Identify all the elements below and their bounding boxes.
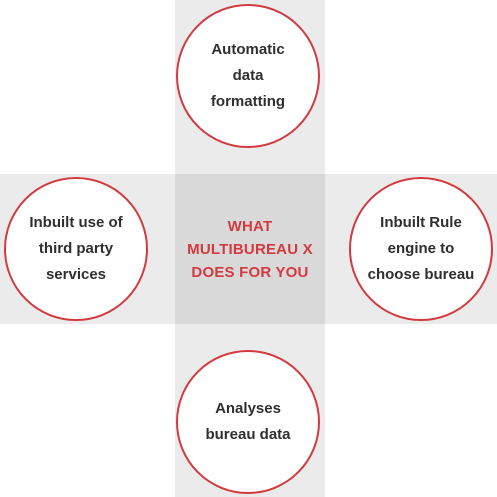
feature-label-top-line-1: Automatic — [211, 41, 285, 58]
feature-label-right-line-1: Inbuilt Rule — [380, 214, 462, 231]
feature-circle-rule-engine: Inbuilt Rule engine to choose bureau — [349, 177, 493, 321]
feature-label-top-line-2: data — [232, 67, 264, 84]
feature-label-right-line-2: engine to — [387, 240, 455, 257]
feature-label-bottom-line-2: bureau data — [205, 426, 291, 443]
center-title-line-2: MULTIBUREAU X — [187, 240, 313, 258]
feature-circle-third-party-services: Inbuilt use of third party services — [4, 177, 148, 321]
feature-label-left: Inbuilt use of third party services — [14, 210, 138, 288]
feature-label-left-line-2: third party — [38, 240, 114, 257]
feature-label-top: Automatic data formatting — [186, 37, 310, 115]
feature-label-bottom: Analyses bureau data — [186, 396, 310, 448]
center-title-line-3: DOES FOR YOU — [191, 263, 309, 281]
feature-circle-analyses-bureau-data: Analyses bureau data — [176, 350, 320, 494]
center-title: WHAT MULTIBUREAU X DOES FOR YOU — [175, 215, 325, 284]
feature-label-left-line-3: services — [45, 266, 107, 283]
feature-label-top-line-3: formatting — [210, 93, 286, 110]
center-hub: WHAT MULTIBUREAU X DOES FOR YOU — [175, 174, 325, 324]
center-title-line-1: WHAT — [227, 217, 273, 235]
feature-label-right: Inbuilt Rule engine to choose bureau — [359, 210, 483, 288]
feature-circle-automatic-formatting: Automatic data formatting — [176, 4, 320, 148]
feature-label-right-line-3: choose bureau — [367, 266, 475, 283]
feature-label-left-line-1: Inbuilt use of — [29, 214, 123, 231]
feature-label-bottom-line-1: Analyses — [215, 400, 281, 417]
